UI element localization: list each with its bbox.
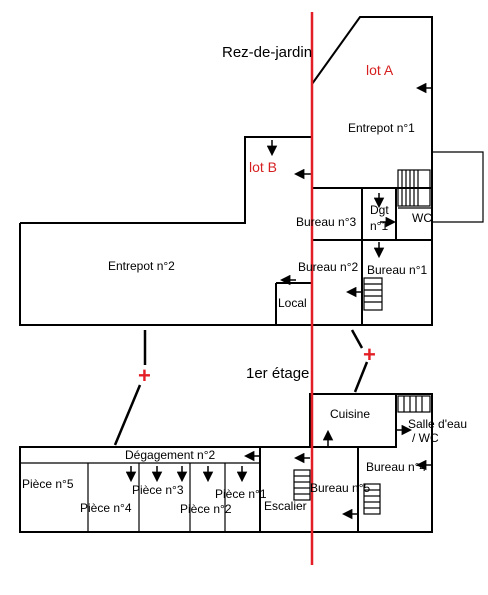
ground-floor-title: Rez-de-jardin [222, 44, 312, 61]
room-piece-4: Pièce n°4 [80, 501, 132, 515]
room-degagement-2: Dégagement n°2 [125, 448, 216, 462]
lot-b-label: lot B [249, 159, 277, 175]
room-bureau-3: Bureau n°3 [296, 215, 357, 229]
lot-a-label: lot A [366, 62, 394, 78]
link-marker-right: + [363, 342, 376, 367]
ground-floor-walls [19, 16, 484, 326]
upper-floor-walls [19, 393, 433, 533]
stairs-upper-salle [397, 395, 431, 413]
room-piece-2: Pièce n°2 [180, 502, 232, 516]
door-arrows-upper [125, 424, 432, 520]
stairs-ground-bureau1 [363, 277, 383, 311]
room-dgt-1-line2: n°1 [370, 219, 388, 233]
door-arrows-ground [266, 82, 432, 298]
room-dgt-1-line1: Dgt [370, 203, 389, 217]
upper-floor-title: 1er étage [246, 365, 309, 382]
room-salle-eau-line1: Salle d'eau [408, 417, 467, 431]
room-salle-eau-line2: / WC [412, 431, 439, 445]
room-entrepot-2: Entrepot n°2 [108, 259, 175, 273]
room-piece-3: Pièce n°3 [132, 483, 184, 497]
room-wc: WC [412, 211, 432, 225]
room-cuisine: Cuisine [330, 407, 370, 421]
room-piece-1: Pièce n°1 [215, 487, 267, 501]
room-piece-5: Pièce n°5 [22, 477, 74, 491]
room-bureau-5: Bureau n°5 [310, 481, 371, 495]
room-local: Local [278, 296, 307, 310]
stairs-upper-escalier [293, 469, 311, 501]
room-escalier: Escalier [264, 499, 307, 513]
stairs-ground-top [397, 169, 431, 207]
stairs-upper-bureau4 [363, 483, 381, 515]
floor-connectors [113, 329, 369, 446]
room-bureau-4: Bureau n°4 [366, 460, 427, 474]
link-marker-left: + [138, 363, 151, 388]
room-entrepot-1: Entrepot n°1 [348, 121, 415, 135]
room-bureau-2: Bureau n°2 [298, 260, 359, 274]
room-bureau-1: Bureau n°1 [367, 263, 428, 277]
